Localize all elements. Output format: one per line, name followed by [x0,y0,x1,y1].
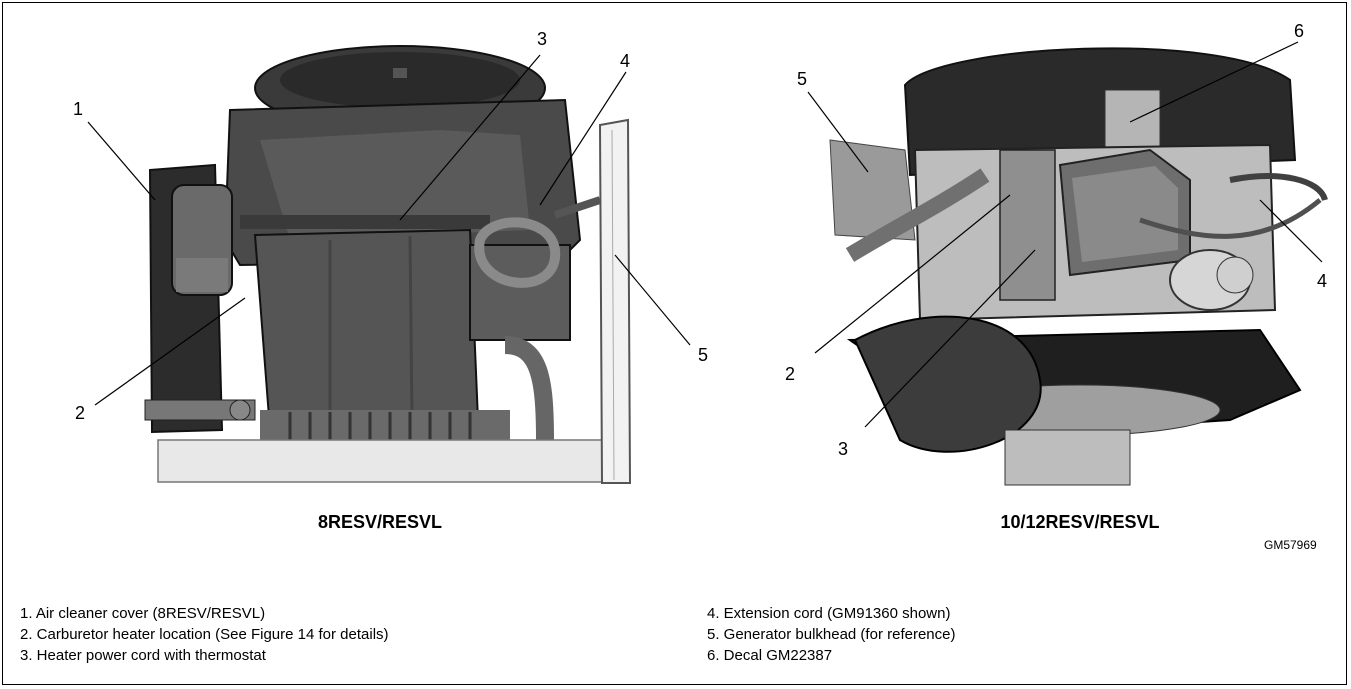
legend-item-1: 1. Air cleaner cover (8RESV/RESVL) [20,605,266,622]
callout-3-right: 3 [838,439,849,459]
callout-4-right: 4 [1317,271,1328,291]
callout-1-left: 1 [73,99,84,119]
callout-5-right: 5 [797,69,808,89]
legend-right: 4. Extension cord (GM91360 shown) 5. Gen… [707,603,955,666]
legend-item-2: 2. Carburetor heater location (See Figur… [20,626,389,643]
legend-left: 1. Air cleaner cover (8RESV/RESVL) 2. Ca… [20,603,389,666]
callout-6-right: 6 [1294,21,1305,41]
legend-item-4: 4. Extension cord (GM91360 shown) [707,605,951,622]
legend-item-3: 3. Heater power cord with thermostat [20,647,266,664]
callout-5-left: 5 [698,345,709,365]
callout-3-left: 3 [537,29,548,49]
callout-2-left: 2 [75,403,86,423]
legend-item-5: 5. Generator bulkhead (for reference) [707,626,956,643]
figure-id: GM57969 [1264,538,1317,552]
callout-2-right: 2 [785,364,796,384]
legend-item-6: 6. Decal GM22387 [707,647,833,664]
engine-illustration-8resv [87,45,691,484]
right-figure-title: 10/12RESV/RESVL [1000,512,1160,532]
callout-4-left: 4 [620,51,631,71]
left-figure-title: 8RESV/RESVL [317,512,443,532]
engine-illustration-10-12resv [807,41,1328,486]
